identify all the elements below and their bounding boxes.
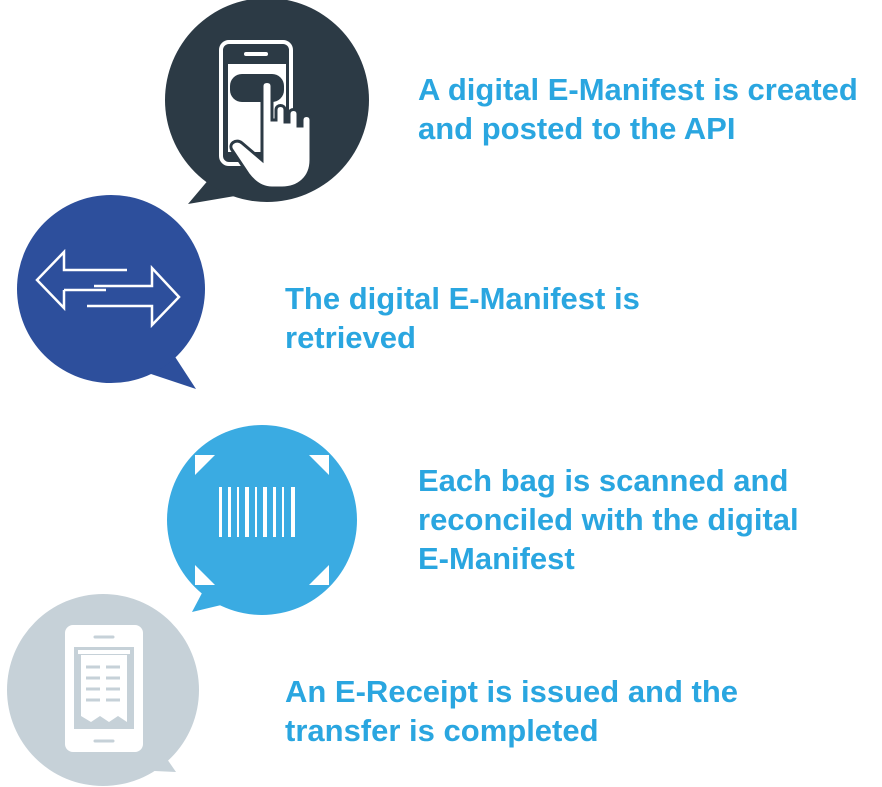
receipt-phone-icon (65, 625, 143, 752)
step-4-line-1: An E-Receipt is issued and the (285, 674, 739, 709)
barcode-scan-icon (195, 455, 329, 585)
step-1-text: A digital E-Manifest is created and post… (418, 70, 858, 148)
step-3-line-2: reconciled with the digital (418, 502, 799, 537)
step-1-line-2: and posted to the API (418, 111, 736, 146)
step-3-line-1: Each bag is scanned and (418, 463, 789, 498)
step-2-text: The digital E-Manifest is retrieved (285, 279, 640, 357)
step-1-line-1: A digital E-Manifest is created (418, 72, 858, 107)
step-2-line-2: retrieved (285, 320, 416, 355)
touch-phone-icon (219, 40, 313, 190)
step-3-text: Each bag is scanned and reconciled with … (418, 461, 799, 578)
step-3-line-3: E-Manifest (418, 541, 575, 576)
step-4-line-2: transfer is completed (285, 713, 599, 748)
step-2-line-1: The digital E-Manifest is (285, 281, 640, 316)
transfer-arrows-icon (35, 248, 181, 329)
step-4-text: An E-Receipt is issued and the transfer … (285, 672, 738, 750)
